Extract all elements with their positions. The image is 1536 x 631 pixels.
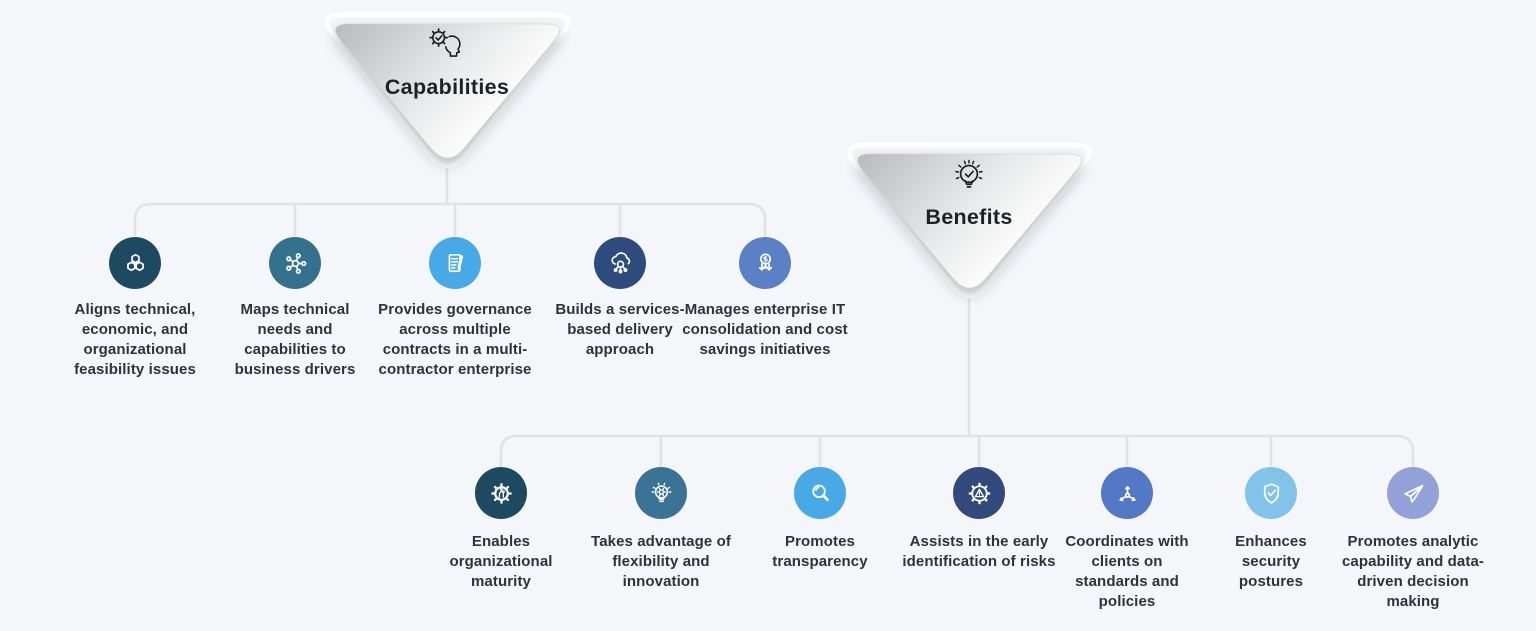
document-pen-icon [448,253,463,272]
capabilities-item-4-label: Builds a services-based delivery approac… [555,301,685,358]
capabilities-item-2-circle [269,237,321,289]
gear-circuit-icon [490,482,512,504]
benefits-item-6-label: Enhances security postures [1235,533,1307,590]
hexagons-icon [126,253,144,271]
shield-check-icon [1263,482,1279,504]
benefits-item-2-label: Takes advantage of flexibility and innov… [591,533,731,590]
capabilities-item-3-circle [429,237,481,289]
benefits-item-3-label: Promotes transparency [772,533,868,570]
gear-warning-icon [968,482,990,504]
gear-head-icon [424,24,470,73]
capabilities-item-3-label: Provides governance across multiple cont… [378,301,532,378]
benefits-item-1-circle [475,467,527,519]
network-icon [285,252,306,274]
capabilities-item-5-label: Manages enterprise IT consolidation and … [682,301,848,358]
capabilities-title: Capabilities [384,75,510,99]
benefits-item-4-circle [953,467,1005,519]
benefits-item-7-label: Promotes analytic capability and data-dr… [1341,533,1485,610]
capabilities-item-2-label: Maps technical needs and capabilities to… [234,301,356,378]
benefits-item-7-circle [1387,467,1439,519]
capabilities-item-1-label: Aligns technical, economic, and organiza… [74,301,196,378]
cloud-search-icon [610,251,630,273]
svg-text:$: $ [762,254,767,263]
paper-plane-icon [1403,484,1423,503]
capabilities-item-1-circle [109,237,161,289]
benefits-title: Benefits [925,205,1013,229]
benefits-header: Benefits [827,138,1112,316]
benefits-item-5-circle [1101,467,1153,519]
bulb-gear-icon [650,482,672,502]
benefits-item-1-label: Enables organizational maturity [449,533,553,590]
magnifier-icon [811,484,829,501]
axes-arrows-icon [1118,485,1136,501]
benefits-item-3-circle [794,467,846,519]
capabilities-item-4-circle [594,237,646,289]
capabilities-header: Capabilities [305,8,590,186]
dollar-arrows-icon: $ [758,252,772,271]
benefits-item-2-circle [635,467,687,519]
benefits-item-4-label: Assists in the early identification of r… [902,533,1056,570]
bulb-check-icon [946,154,992,203]
benefits-item-5-label: Coordinates with clients on standards an… [1065,533,1189,610]
capabilities-item-5-circle: $ [739,237,791,289]
benefits-item-6-circle [1245,467,1297,519]
